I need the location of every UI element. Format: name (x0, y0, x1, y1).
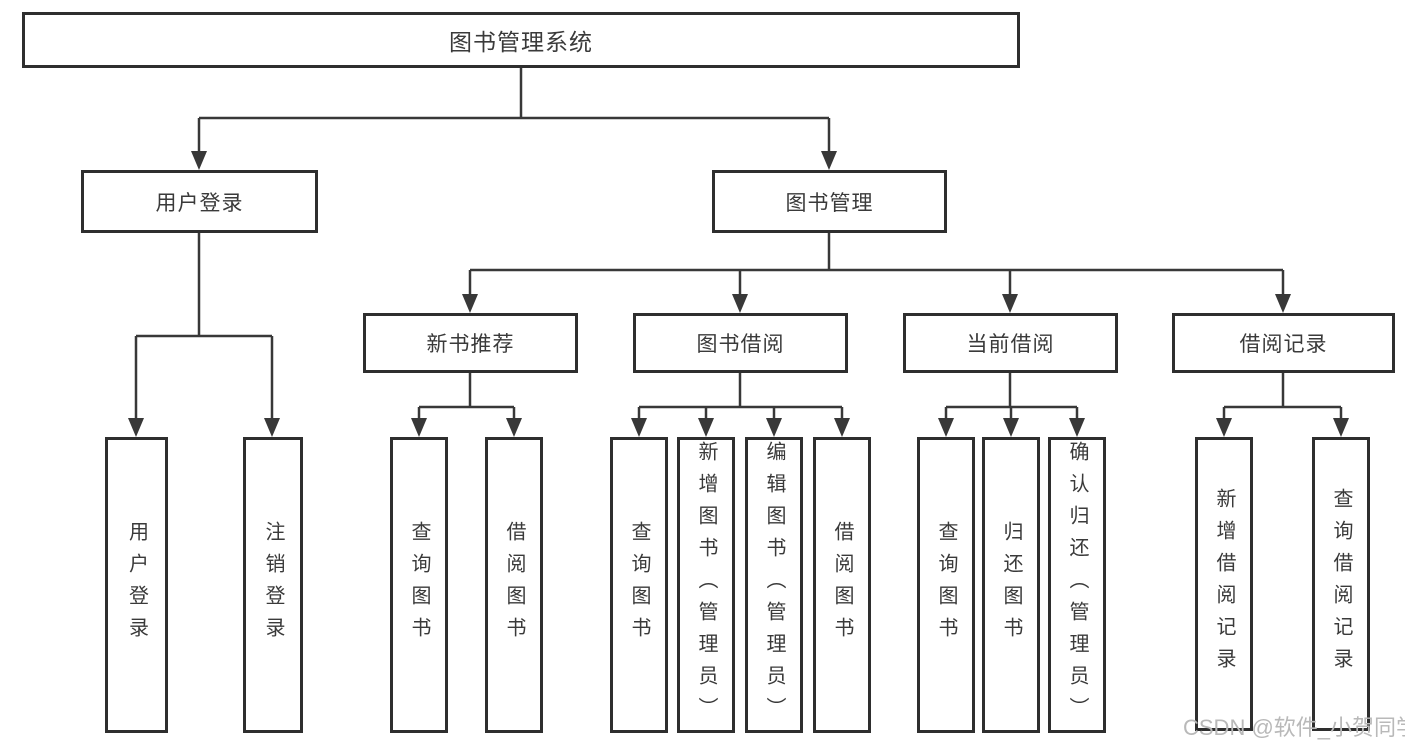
leaf-current-return-books: 归还图书 (982, 437, 1040, 733)
node-label: 用户登录 (155, 191, 244, 215)
arrowheads (128, 151, 1349, 437)
node-label: 注销登录 (262, 521, 284, 649)
leaf-newbook-query-books: 查询图书 (390, 437, 448, 733)
node-label: 借阅记录 (1239, 333, 1328, 356)
leaf-borrow-query-books: 查询图书 (610, 437, 668, 733)
node-label: 查询图书 (935, 521, 957, 649)
node-current-borrowing: 当前借阅 (903, 313, 1118, 373)
node-label: 图书管理 (785, 191, 874, 215)
node-label: 新增借阅记录 (1213, 488, 1235, 680)
node-label: 借阅图书 (503, 521, 525, 649)
node-label: 归还图书 (1000, 521, 1022, 649)
node-borrowing-records: 借阅记录 (1172, 313, 1395, 373)
node-label: 编辑图书（管理员） (763, 441, 785, 729)
node-book-borrowing: 图书借阅 (633, 313, 848, 373)
node-label: 图书管理系统 (449, 29, 593, 55)
leaf-borrow-borrow-books: 借阅图书 (813, 437, 871, 733)
node-new-book-recommendation: 新书推荐 (363, 313, 578, 373)
node-label: 查询图书 (408, 521, 430, 649)
connector-lines (134, 68, 1343, 420)
node-label: 新增图书（管理员） (695, 441, 717, 729)
node-label: 查询借阅记录 (1330, 488, 1352, 680)
node-user-login: 用户登录 (81, 170, 318, 233)
leaf-records-add-record: 新增借阅记录 (1195, 437, 1253, 731)
node-label: 图书借阅 (696, 333, 785, 356)
node-label: 查询图书 (628, 521, 650, 649)
leaf-borrow-add-books-admin: 新增图书（管理员） (677, 437, 735, 733)
node-label: 新书推荐 (426, 333, 515, 356)
leaf-borrow-edit-books-admin: 编辑图书（管理员） (745, 437, 803, 733)
node-label: 确认归还（管理员） (1066, 441, 1088, 729)
node-label: 用户登录 (125, 521, 148, 649)
node-book-management: 图书管理 (712, 170, 947, 233)
leaf-user-login: 用户登录 (105, 437, 168, 733)
csdn-watermark: CSDN @软件_小贺同学 (1183, 715, 1405, 740)
node-label: 借阅图书 (831, 521, 853, 649)
node-label: 当前借阅 (966, 333, 1055, 356)
leaf-logout: 注销登录 (243, 437, 303, 733)
node-library-management-system: 图书管理系统 (22, 12, 1020, 68)
leaf-current-query-books: 查询图书 (917, 437, 975, 733)
leaf-newbook-borrow-books: 借阅图书 (485, 437, 543, 733)
leaf-current-confirm-return-admin: 确认归还（管理员） (1048, 437, 1106, 733)
leaf-records-query-record: 查询借阅记录 (1312, 437, 1370, 731)
